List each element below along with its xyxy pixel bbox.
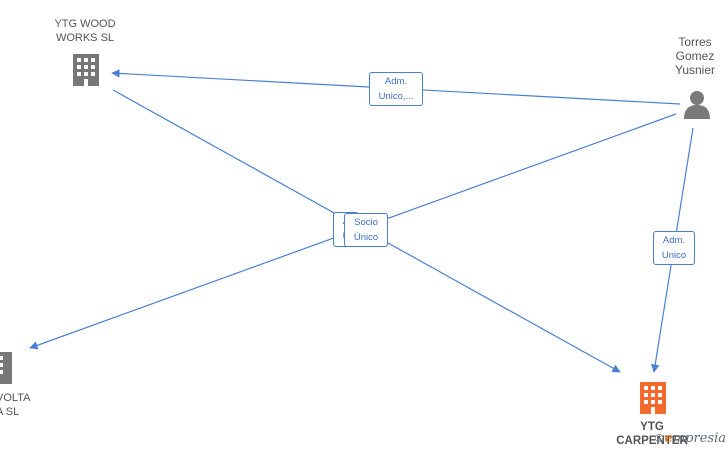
building-icon[interactable]: [0, 350, 14, 386]
edge-label-socio-unico[interactable]: Socio Único: [344, 213, 388, 247]
copyright-symbol: ©: [653, 432, 665, 445]
building-icon[interactable]: [70, 52, 102, 88]
node-label-ytg-wood-works: YTG WOOD WORKS SL: [54, 18, 116, 44]
node-label-ytg-carpenter: YTG CARPENTER: [616, 421, 688, 447]
building-icon[interactable]: [637, 380, 669, 416]
node-label-volta: VOLTA A SL: [0, 392, 31, 418]
brand-rest: mpresia: [672, 431, 726, 446]
empresia-logo: ©empresia: [654, 431, 726, 446]
person-icon[interactable]: [682, 88, 712, 120]
edge-label-adm-unico-2[interactable]: Adm. Unico: [653, 231, 695, 265]
node-label-torres-gomez-yusnier: Torres Gomez Yusnier: [674, 35, 716, 77]
edge-label-adm-unico[interactable]: Adm. Unico,...: [369, 72, 423, 106]
brand-e: e: [664, 431, 673, 446]
